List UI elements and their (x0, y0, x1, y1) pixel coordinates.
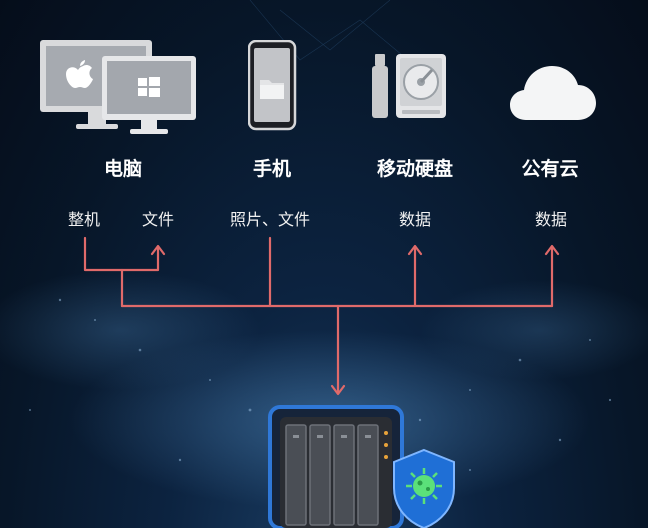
computer-item-whole: 整机 (67, 210, 100, 229)
portable-drive-icon (372, 54, 446, 118)
cloud-title: 公有云 (521, 158, 579, 180)
shield-virus-icon (393, 448, 455, 528)
nas-device-icon (268, 405, 404, 528)
cloud-item: 数据 (534, 210, 567, 229)
drive-item: 数据 (398, 210, 431, 229)
phone-item: 照片、文件 (229, 210, 310, 229)
computer-monitors-icon (40, 40, 196, 134)
computer-item-files: 文件 (141, 210, 174, 229)
drive-title: 移动硬盘 (376, 158, 453, 180)
connector-computer (83, 236, 160, 272)
hard-disk-icon (396, 54, 446, 118)
windows-monitor-icon (102, 56, 196, 134)
cloud-icon (510, 66, 596, 120)
computer-title: 电脑 (103, 158, 142, 180)
phone-folder-icon (248, 40, 297, 131)
usb-drive-icon (372, 54, 388, 118)
phone-title: 手机 (252, 158, 291, 180)
